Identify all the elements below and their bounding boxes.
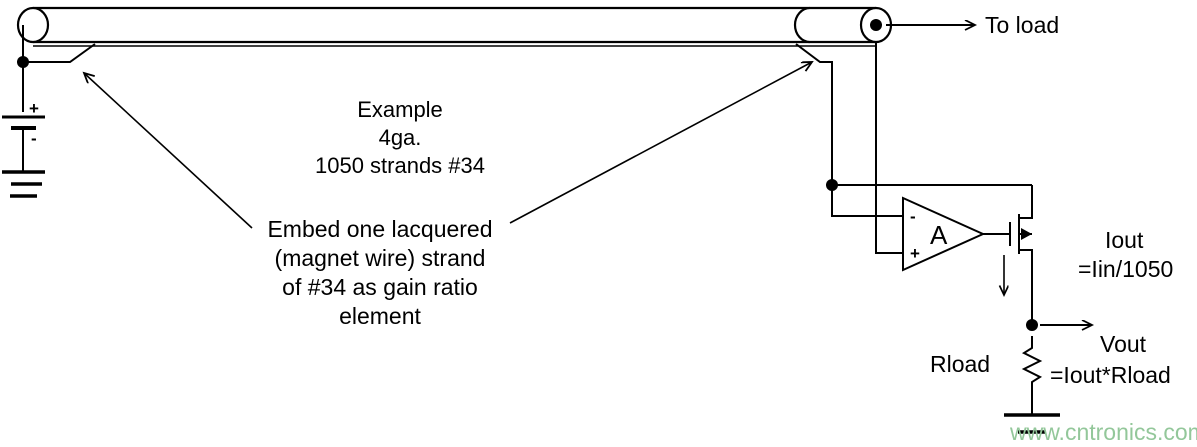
to-load-branch (870, 19, 975, 254)
note-arrow-right (509, 62, 812, 224)
iout-formula-label: =Iin/1050 (1078, 256, 1173, 282)
rload-resistor-zigzag (1021, 336, 1043, 396)
opamp-gain-label: A (930, 220, 948, 250)
opamp-minus-label: - (910, 207, 916, 226)
vout-formula-label: =Iout*Rload (1050, 362, 1171, 388)
battery-minus-label: - (31, 129, 37, 148)
note-line-1: Embed one lacquered (267, 216, 492, 242)
node-dot-vout (1026, 319, 1038, 331)
opamp-symbol: - + A (902, 196, 1010, 272)
feedback-line-plus (875, 42, 903, 254)
strand-tap-right (795, 43, 833, 185)
rload-branch (1004, 319, 1092, 434)
example-line-2: 4ga. (379, 125, 422, 150)
strand-tap-left (23, 43, 96, 63)
cable-right-seam (793, 6, 811, 44)
sense-strand-branch (795, 43, 1032, 217)
iout-label: Iout (1105, 227, 1144, 253)
note-arrow-left (84, 73, 253, 229)
note-line-4: element (339, 303, 421, 329)
opamp-triangle (902, 196, 986, 272)
battery-symbol (2, 115, 45, 186)
node-dot-load-out (870, 19, 882, 31)
battery-plus-label: + (29, 99, 39, 118)
ground-load-symbol (1004, 396, 1060, 434)
mosfet-drain-lead (1019, 185, 1033, 219)
cable-left-end-cap (16, 6, 50, 44)
mosfet-symbol (1009, 185, 1033, 325)
sense-to-minus-input (831, 185, 903, 217)
rload-label: Rload (930, 351, 990, 377)
opamp-plus-label: + (910, 244, 920, 263)
mosfet-source-lead (1019, 249, 1033, 325)
cable-assembly (16, 6, 893, 47)
example-line-1: Example (357, 97, 443, 122)
vout-label: Vout (1100, 331, 1147, 357)
to-load-label: To load (985, 12, 1059, 38)
note-line-2: (magnet wire) strand (275, 245, 486, 271)
example-line-3: 1050 strands #34 (315, 153, 485, 178)
note-line-3: of #34 as gain ratio (282, 274, 478, 300)
source-branch (2, 25, 96, 186)
watermark-label: www.cntronics.com (1009, 419, 1197, 445)
